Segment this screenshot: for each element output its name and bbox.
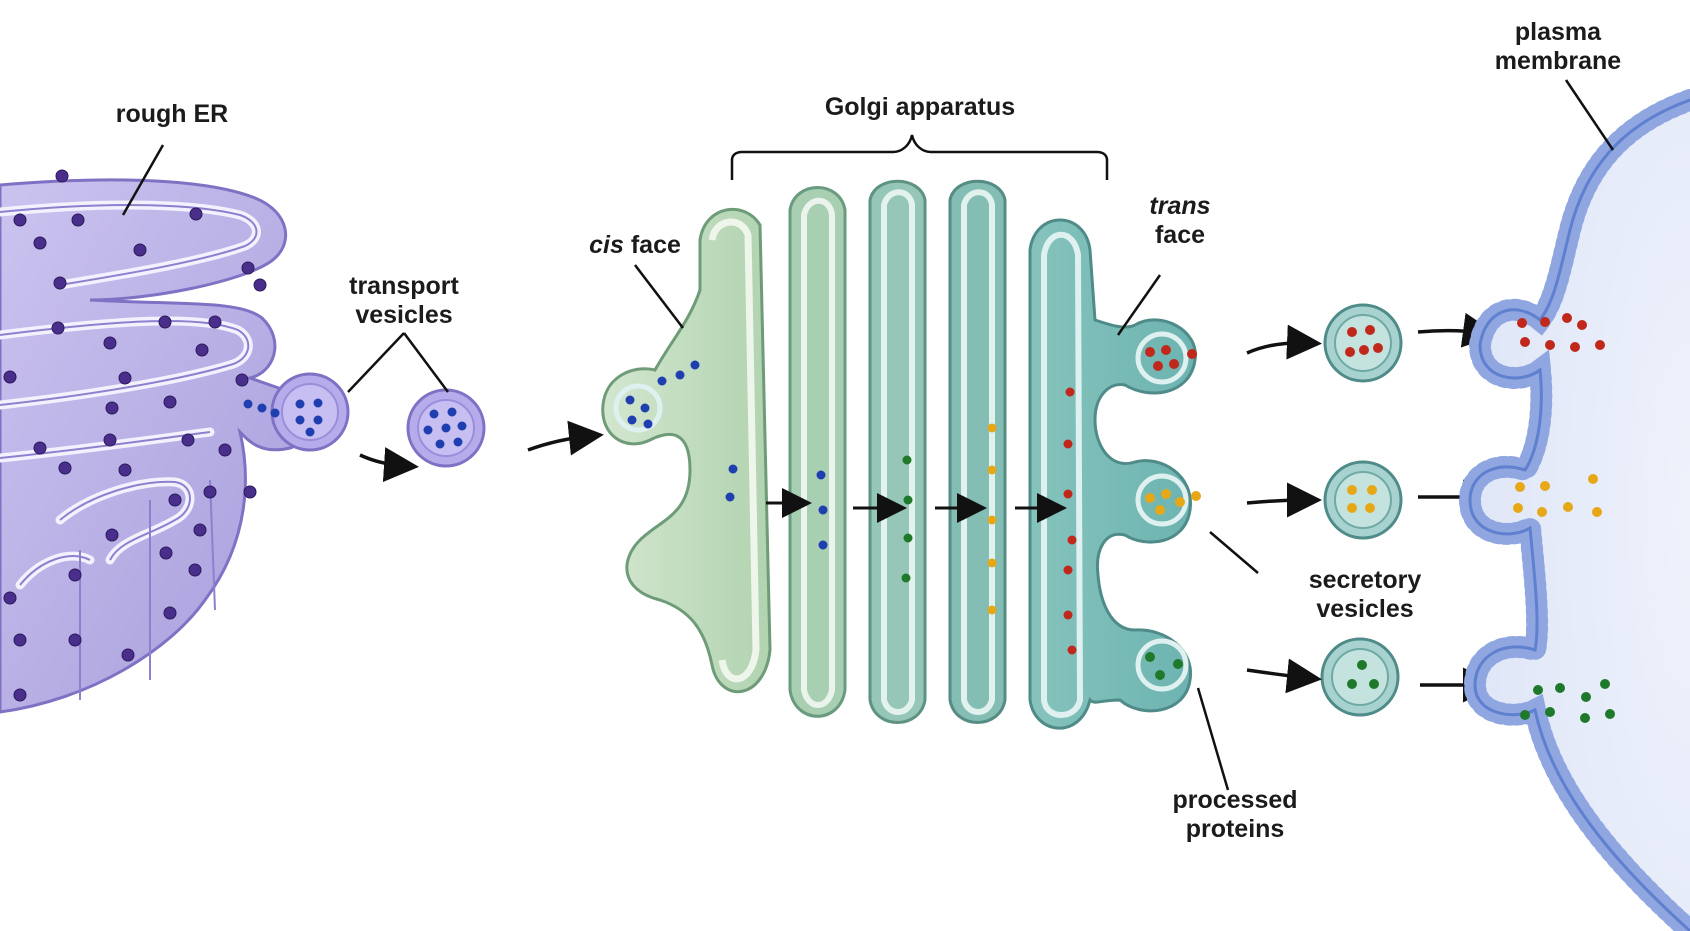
golgi-cisterna-3 bbox=[868, 179, 927, 724]
er-body bbox=[0, 178, 311, 714]
plasma-membrane bbox=[1458, 89, 1690, 931]
golgi-flow-arrows bbox=[766, 488, 1067, 523]
bud-proteins bbox=[243, 398, 323, 437]
golgi-bracket bbox=[730, 134, 1109, 180]
label-secretory-vesicles: secretory vesicles bbox=[1308, 566, 1422, 623]
label-rough-er: rough ER bbox=[115, 100, 229, 128]
rough-er bbox=[0, 169, 350, 714]
golgi-trans-cisterna bbox=[1028, 218, 1197, 730]
label-trans-face: trans face bbox=[1149, 192, 1211, 249]
secretory-vesicle-red bbox=[1323, 303, 1403, 383]
label-transport-vesicles: transport vesicles bbox=[349, 272, 459, 329]
label-processed-proteins: processed proteins bbox=[1172, 786, 1298, 843]
label-plasma-membrane: plasma membrane bbox=[1494, 18, 1622, 75]
secretory-vesicle-yellow bbox=[1323, 460, 1403, 540]
cell-exterior bbox=[1470, 100, 1690, 931]
label-golgi-apparatus: Golgi apparatus bbox=[824, 93, 1016, 121]
ribosomes bbox=[3, 169, 267, 702]
golgi-cisterna-4 bbox=[948, 179, 1007, 724]
secretory-vesicle-green bbox=[1320, 637, 1400, 717]
leader-lines bbox=[121, 79, 1615, 791]
golgi-cis-cisterna bbox=[601, 208, 772, 694]
transport-vesicle bbox=[406, 388, 486, 468]
golgi-apparatus bbox=[601, 179, 1201, 730]
secretory-vesicles bbox=[1320, 303, 1403, 717]
golgi-cisterna-2 bbox=[788, 186, 847, 718]
label-cis-face: cis face bbox=[589, 231, 681, 259]
